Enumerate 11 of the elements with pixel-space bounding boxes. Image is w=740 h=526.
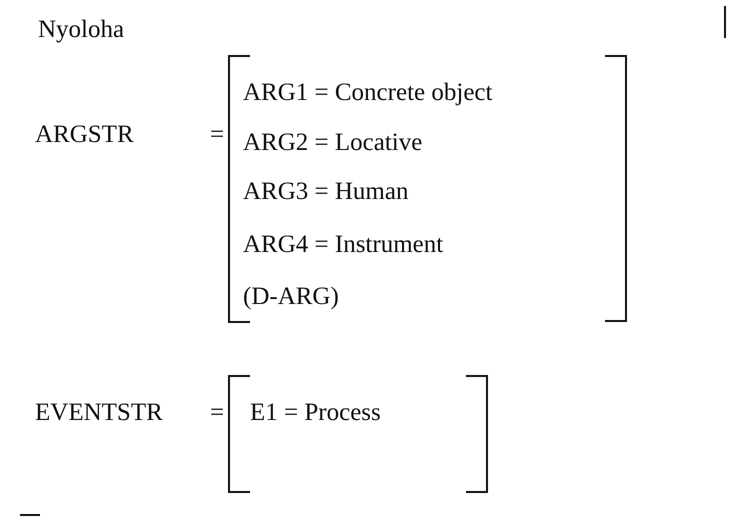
attribute-value: E1 = Process (250, 398, 381, 428)
heading-text: Nyoloha (38, 15, 124, 45)
attribute-value: ARG3 = Human (243, 177, 408, 207)
attribute-value: ARG2 = Locative (243, 128, 422, 158)
feature-name: EVENTSTR (35, 398, 163, 428)
equals-sign: = (210, 398, 224, 428)
feature-name: ARGSTR (35, 120, 134, 150)
attribute-value: (D-ARG) (243, 282, 339, 312)
equals-sign: = (210, 120, 224, 150)
attribute-value: ARG4 = Instrument (243, 230, 444, 260)
attribute-value: ARG1 = Concrete object (243, 78, 492, 108)
